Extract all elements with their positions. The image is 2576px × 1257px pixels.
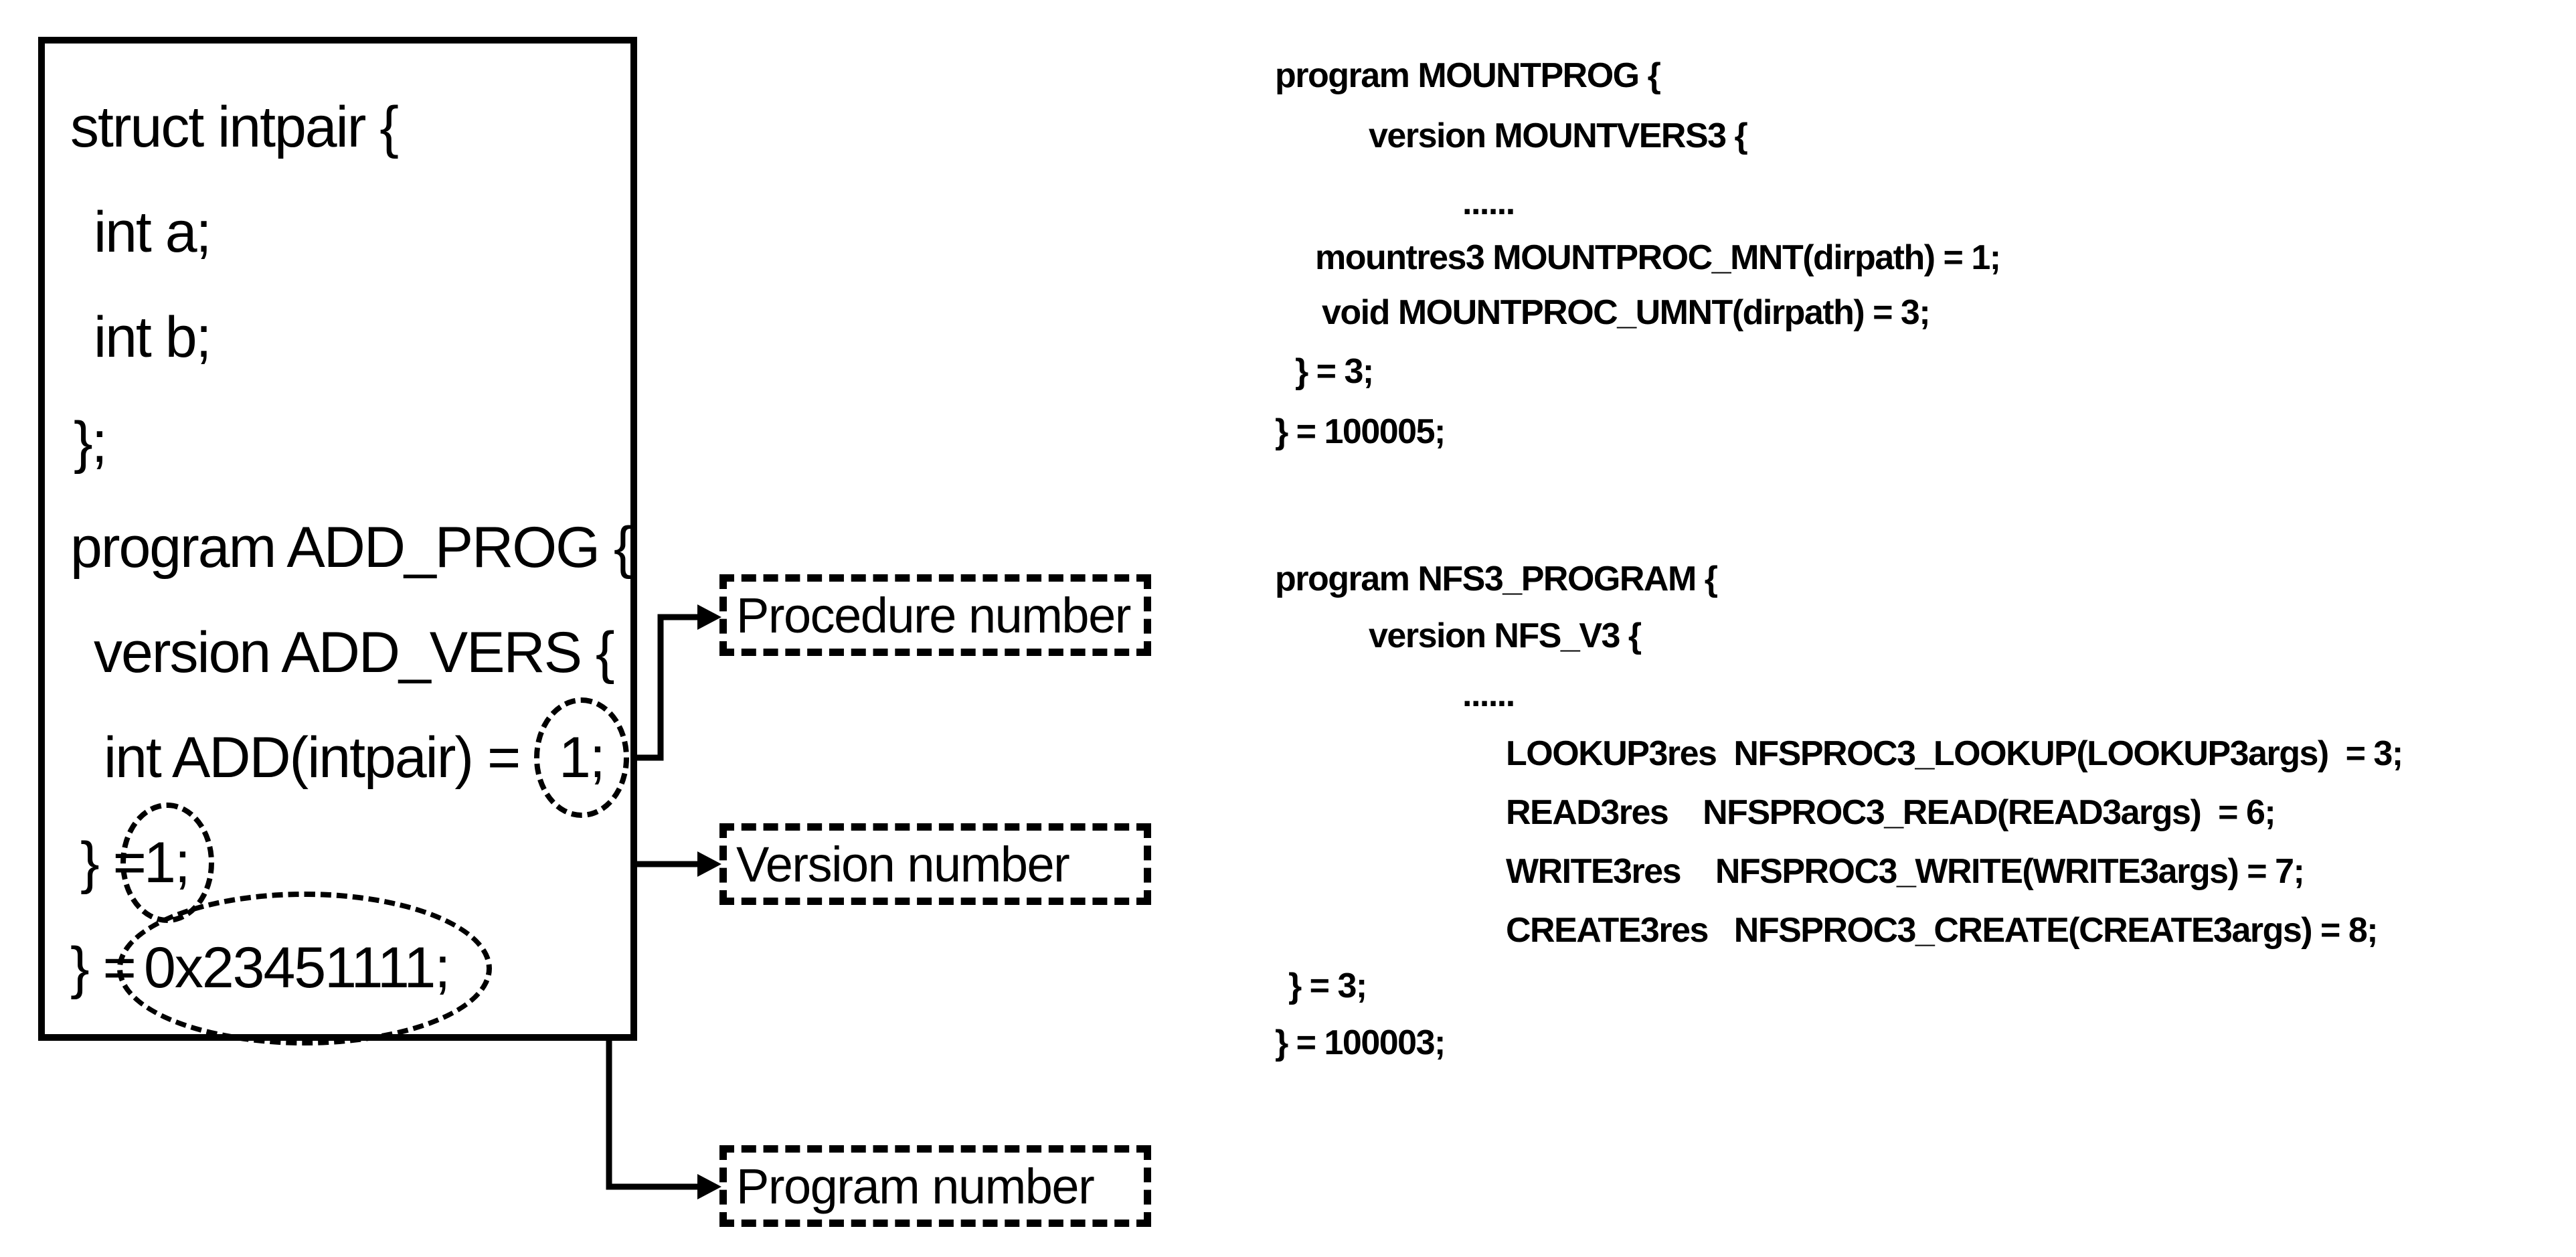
program-arrowhead-icon — [697, 1174, 721, 1199]
mount-line-version-end: } = 3; — [1295, 352, 1374, 391]
nfs-line-program: program NFS3_PROGRAM { — [1275, 560, 1718, 598]
nfs-line-version-end: } = 3; — [1288, 967, 1367, 1005]
program-number-ellipse — [117, 892, 492, 1045]
version-number-label: Version number — [736, 836, 1070, 892]
mount-line-version: version MOUNTVERS3 { — [1369, 116, 1748, 155]
procedure-number-label-box: Procedure number — [719, 574, 1151, 656]
code-line-struct: struct intpair { — [70, 95, 399, 159]
mount-line-program: program MOUNTPROG { — [1275, 56, 1661, 95]
mount-line-ellipsis: ...... — [1462, 183, 1515, 222]
nfs-line-create-proc: CREATE3res NFSPROC3_CREATE(CREATE3args) … — [1506, 911, 2379, 950]
nfs-line-ellipsis: ...... — [1462, 675, 1515, 714]
nfs-line-lookup-proc: LOOKUP3res NFSPROC3_LOOKUP(LOOKUP3args) … — [1506, 734, 2403, 773]
nfs-line-program-end: } = 100003; — [1275, 1023, 1446, 1062]
code-line-program: program ADD_PROG { — [70, 515, 633, 580]
version-arrowhead-icon — [697, 851, 721, 877]
procedure-arrowhead-icon — [697, 604, 721, 630]
procedure-number-circle — [534, 697, 629, 818]
code-line-version: version ADD_VERS { — [94, 620, 615, 685]
program-number-label-box: Program number — [719, 1145, 1151, 1227]
code-line-proc-decl: int ADD(intpair) = — [104, 726, 521, 790]
mount-line-mnt-proc: mountres3 MOUNTPROC_MNT(dirpath) = 1; — [1315, 238, 2001, 277]
mount-line-program-end: } = 100005; — [1275, 412, 1446, 451]
code-line-int-a: int a; — [94, 200, 211, 264]
program-number-label: Program number — [736, 1158, 1095, 1214]
mount-line-umnt-proc: void MOUNTPROC_UMNT(dirpath) = 3; — [1322, 293, 1931, 332]
version-number-label-box: Version number — [719, 823, 1151, 905]
nfs-line-write-proc: WRITE3res NFSPROC3_WRITE(WRITE3args) = 7… — [1506, 852, 2305, 891]
code-line-struct-end: }; — [74, 410, 108, 475]
procedure-number-label: Procedure number — [736, 587, 1131, 643]
nfs-line-read-proc: READ3res NFSPROC3_READ(READ3args) = 6; — [1506, 793, 2276, 832]
code-line-int-b: int b; — [94, 305, 211, 369]
nfs-line-version: version NFS_V3 { — [1369, 616, 1642, 655]
